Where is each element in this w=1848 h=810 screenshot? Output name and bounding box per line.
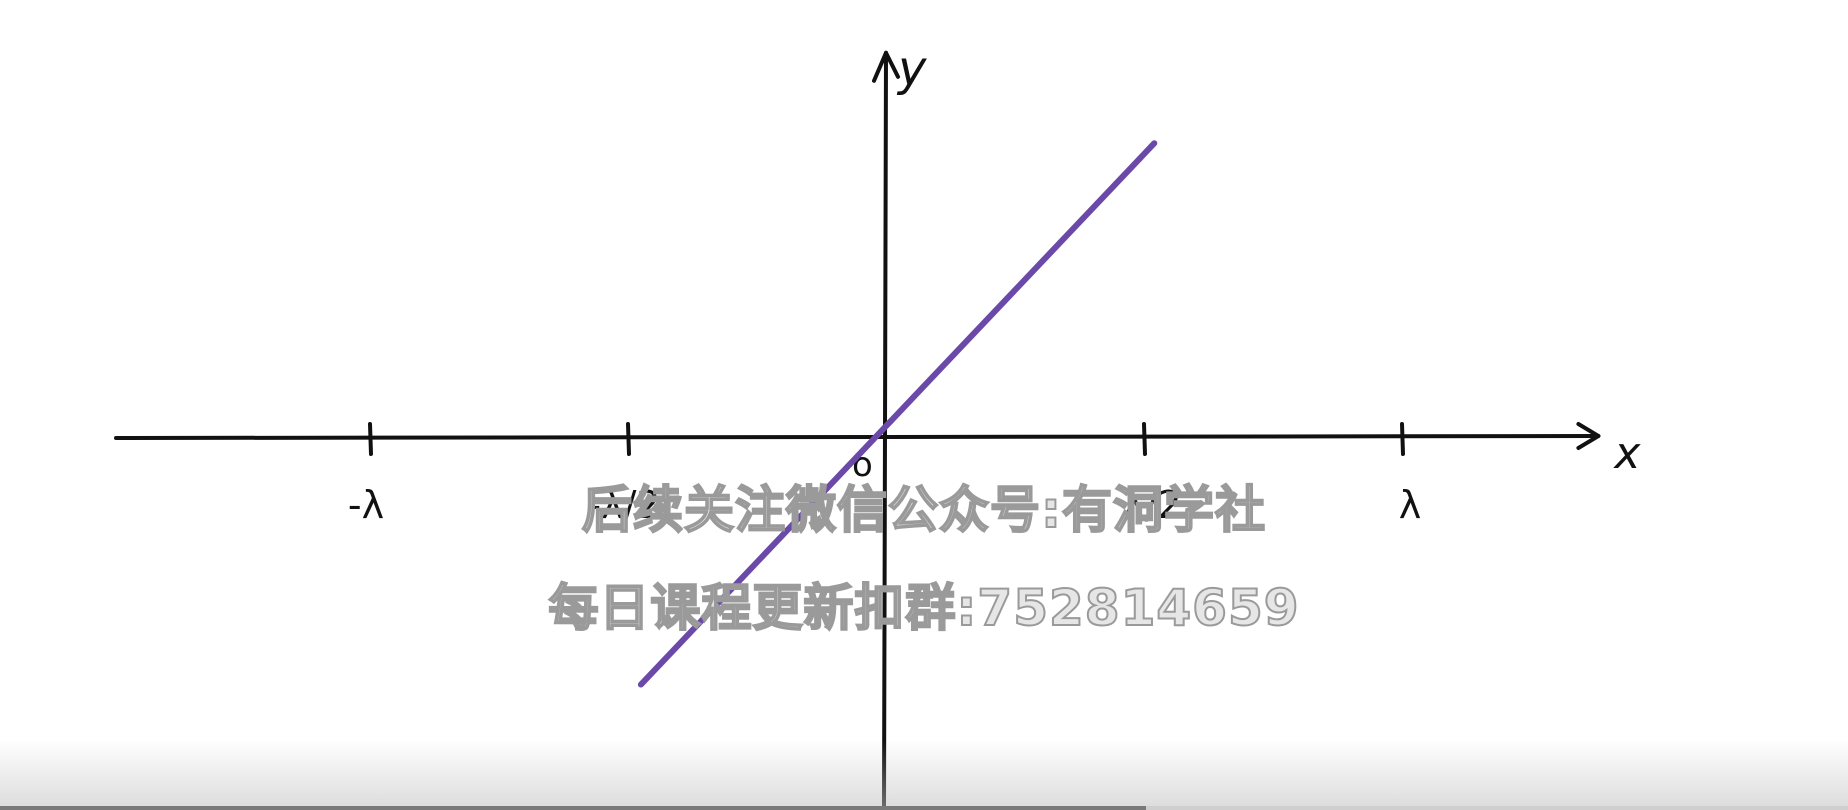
watermark-line-2: 每日课程更新扣群:752814659	[547, 578, 1300, 638]
watermark-line-1: 后续关注微信公众号:有洞学社	[581, 480, 1266, 540]
series-line	[637, 140, 1158, 688]
x-axis-label: x	[1612, 428, 1641, 479]
x-tick-mark	[626, 422, 631, 456]
x-tick-mark	[368, 422, 373, 456]
video-progress-fill	[0, 806, 1146, 810]
y-axis-label: y	[896, 41, 927, 97]
x-axis-line	[114, 434, 1601, 440]
x-tick-label: λ	[1399, 483, 1422, 527]
y-axis-arrow	[872, 50, 900, 83]
player-bottom-shade	[0, 740, 1848, 810]
x-tick-mark	[1400, 422, 1405, 456]
x-axis-arrow	[1576, 422, 1601, 450]
x-tick-label: -λ	[348, 483, 384, 527]
x-tick-label: λ/2	[1122, 483, 1181, 527]
x-tick-mark	[1142, 422, 1147, 456]
x-tick-label: -λ/2	[587, 483, 660, 527]
video-progress-track[interactable]	[0, 806, 1848, 810]
